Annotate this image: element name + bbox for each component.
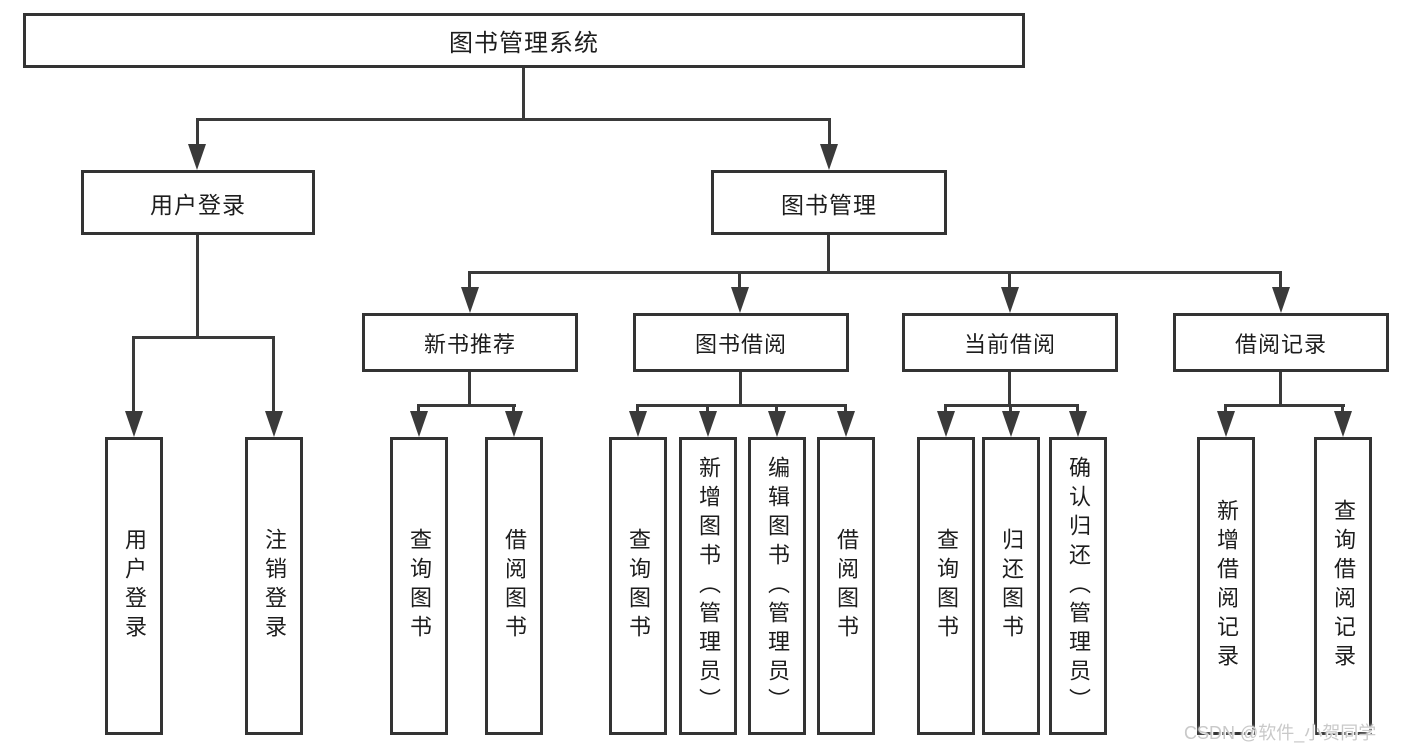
connector-stub-current-borrow <box>1008 271 1011 290</box>
leaf-label: 新增图书（管理员） <box>696 455 721 717</box>
connector-stub-leaf <box>417 404 420 414</box>
connector-stub-login-leaf <box>132 336 135 414</box>
leaf-label: 查询图书 <box>407 528 432 644</box>
node-label: 图书管理系统 <box>449 30 599 57</box>
node-borrowing-records: 借阅记录 <box>1173 313 1389 372</box>
arrowhead-login-leaf <box>125 411 143 437</box>
leaf-label: 用户登录 <box>122 528 147 644</box>
leaf-label: 查询图书 <box>626 528 651 644</box>
arrowhead-new-book <box>461 287 479 313</box>
node-label: 图书借阅 <box>694 331 787 357</box>
connector-stub-leaf <box>636 404 639 414</box>
node-label: 当前借阅 <box>963 331 1056 357</box>
connector-stub-new-book <box>468 271 471 290</box>
node-book-borrowing: 图书借阅 <box>633 313 849 372</box>
connector-stub-borrow-record <box>1279 271 1282 290</box>
leaf-label: 确认归还（管理员） <box>1066 455 1091 717</box>
connector-stub-leaf <box>1076 404 1079 414</box>
leaf-add-book-admin: 新增图书（管理员） <box>679 437 737 735</box>
leaf-label: 注销登录 <box>262 528 287 644</box>
leaf-label: 借阅图书 <box>834 528 859 644</box>
arrowhead-leaf <box>837 411 855 437</box>
node-label: 用户登录 <box>150 191 246 218</box>
arrowhead-leaf <box>629 411 647 437</box>
connector-current-borrow-drop <box>1008 372 1011 407</box>
arrowhead-leaf <box>1069 411 1087 437</box>
arrowhead-leaf <box>1002 411 1020 437</box>
leaf-return-book: 归还图书 <box>982 437 1040 735</box>
leaf-borrow-book: 借阅图书 <box>817 437 875 735</box>
connector-root-hbar <box>196 118 831 121</box>
connector-new-book-hbar <box>417 404 516 407</box>
leaf-logout: 注销登录 <box>245 437 303 735</box>
leaf-borrow-book-newbook: 借阅图书 <box>485 437 543 735</box>
node-user-login: 用户登录 <box>81 170 315 235</box>
node-book-management: 图书管理 <box>711 170 947 235</box>
leaf-query-book-current: 查询图书 <box>917 437 975 735</box>
leaf-query-book-borrow: 查询图书 <box>609 437 667 735</box>
connector-stub-leaf <box>1224 404 1227 414</box>
connector-user-login-drop <box>196 235 199 338</box>
arrowhead-leaf <box>937 411 955 437</box>
arrowhead-leaf <box>1217 411 1235 437</box>
leaf-confirm-return-admin: 确认归还（管理员） <box>1049 437 1107 735</box>
connector-stub-logout-leaf <box>272 336 275 414</box>
leaf-label: 查询借阅记录 <box>1331 499 1356 673</box>
arrowhead-leaf <box>505 411 523 437</box>
arrowhead-leaf <box>1334 411 1352 437</box>
connector-stub-book-borrow <box>738 271 741 290</box>
connector-root-drop <box>522 68 525 121</box>
arrowhead-user-login <box>188 144 206 170</box>
connector-stub-leaf <box>844 404 847 414</box>
connector-stub-leaf <box>1009 404 1012 414</box>
arrowhead-leaf <box>699 411 717 437</box>
leaf-query-borrow-record: 查询借阅记录 <box>1314 437 1372 735</box>
leaf-edit-book-admin: 编辑图书（管理员） <box>748 437 806 735</box>
connector-stub-leaf <box>706 404 709 414</box>
connector-book-mgmt-hbar <box>468 271 1282 274</box>
connector-stub-leaf <box>775 404 778 414</box>
node-label: 新书推荐 <box>423 331 516 357</box>
connector-user-login-hbar <box>132 336 275 339</box>
connector-stub-book-mgmt <box>828 118 831 147</box>
connector-stub-user-login <box>196 118 199 147</box>
connector-borrow-record-hbar <box>1224 404 1345 407</box>
connector-stub-leaf <box>944 404 947 414</box>
leaf-user-login: 用户登录 <box>105 437 163 735</box>
arrowhead-book-mgmt <box>820 144 838 170</box>
leaf-label: 新增借阅记录 <box>1214 499 1239 673</box>
node-label: 图书管理 <box>781 191 877 218</box>
leaf-label: 编辑图书（管理员） <box>765 455 790 717</box>
node-label: 借阅记录 <box>1234 331 1327 357</box>
connector-borrow-record-drop <box>1279 372 1282 407</box>
node-new-book-recommend: 新书推荐 <box>362 313 578 372</box>
connector-book-mgmt-drop <box>827 235 830 274</box>
connector-stub-leaf <box>1341 404 1344 414</box>
leaf-label: 查询图书 <box>934 528 959 644</box>
arrowhead-leaf <box>410 411 428 437</box>
leaf-label: 归还图书 <box>999 528 1024 644</box>
leaf-label: 借阅图书 <box>502 528 527 644</box>
arrowhead-leaf <box>768 411 786 437</box>
arrowhead-logout-leaf <box>265 411 283 437</box>
connector-stub-leaf <box>512 404 515 414</box>
csdn-watermark: CSDN @软件_小贺同学 <box>1184 723 1377 743</box>
arrowhead-borrow-record <box>1272 287 1290 313</box>
arrowhead-book-borrow <box>731 287 749 313</box>
leaf-add-borrow-record: 新增借阅记录 <box>1197 437 1255 735</box>
connector-book-borrow-drop <box>739 372 742 407</box>
leaf-query-book-newbook: 查询图书 <box>390 437 448 735</box>
connector-new-book-drop <box>468 372 471 407</box>
arrowhead-current-borrow <box>1001 287 1019 313</box>
node-current-borrowing: 当前借阅 <box>902 313 1118 372</box>
node-library-management-system: 图书管理系统 <box>23 13 1025 68</box>
connector-book-borrow-hbar <box>636 404 847 407</box>
